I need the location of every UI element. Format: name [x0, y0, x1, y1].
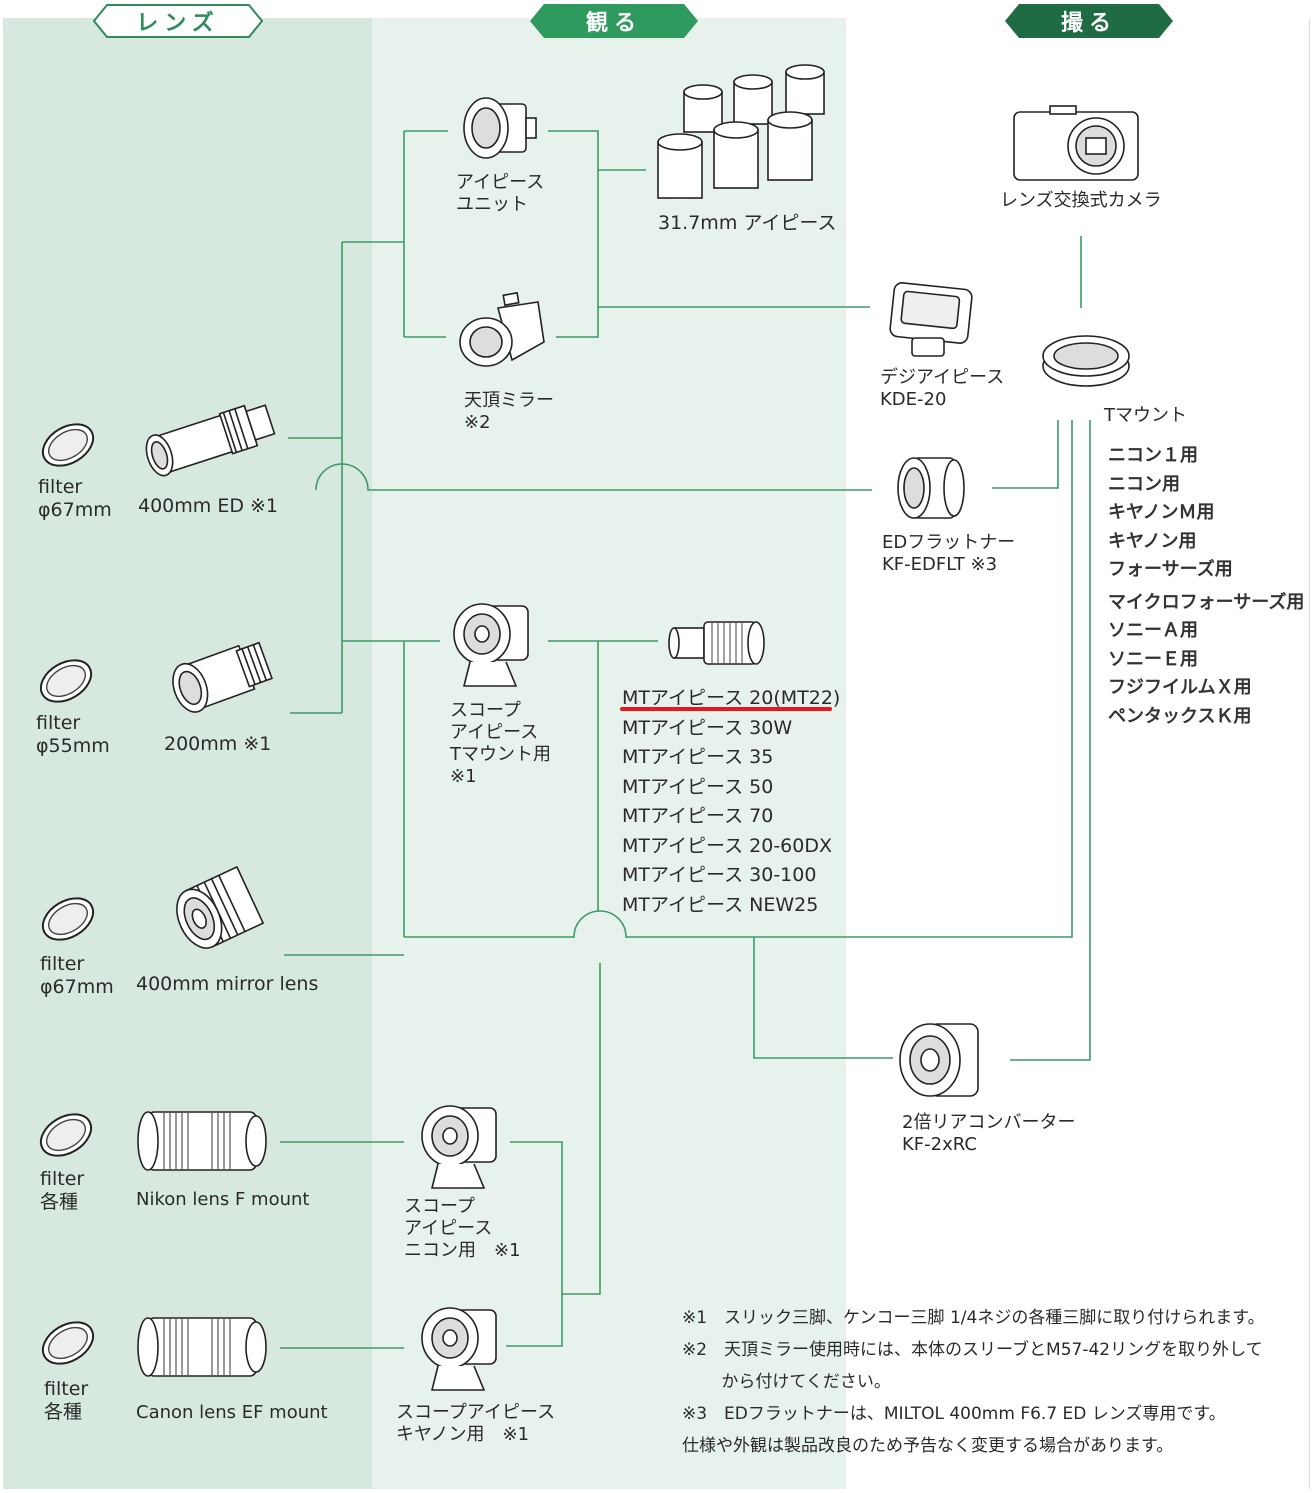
ed-flattener-label: EDフラットナー KF-EDFLT ※3	[882, 532, 1016, 575]
filter-ring-icon	[41, 1321, 95, 1365]
list-item: マイクロフォーサーズ用	[1108, 591, 1305, 613]
header-view-label: 観る	[585, 11, 642, 36]
list-item: フォーサーズ用	[1108, 559, 1233, 580]
scope-eyepiece-icon	[421, 1307, 497, 1391]
digi-eyepiece-label: デジアイピース KDE-20	[880, 367, 1005, 410]
footnote: ※1 スリック三脚、ケンコー三脚 1/4ネジの各種三脚に取り付けられます。	[682, 1308, 1265, 1328]
lens-name-400ed: 400mm ED ※1	[138, 495, 279, 517]
list-item: キヤノンＭ用	[1108, 502, 1215, 523]
list-item: MTアイピース 30-100	[622, 864, 817, 886]
scope-eyepiece-icon	[453, 603, 529, 687]
t-mount-type-list: ニコン１用 ニコン用 キヤノンＭ用 キヤノン用 フォーサーズ用 マイクロフォーサ…	[1108, 442, 1304, 731]
header-shoot: 撮る	[1005, 4, 1173, 38]
view-column-background	[372, 18, 846, 1489]
lens-name-mirror: 400mm mirror lens	[136, 973, 319, 995]
filter-ring-icon	[39, 1113, 93, 1157]
filter-ring-icon	[41, 897, 95, 941]
lens-name-200mm: 200mm ※1	[164, 733, 272, 755]
footnote: から付けてください。	[682, 1372, 891, 1392]
list-item: ニコン用	[1108, 473, 1180, 495]
filter-label: filter 各種	[40, 1168, 85, 1213]
list-item: ペンタックスＫ用	[1108, 705, 1252, 727]
camera-label: レンズ交換式カメラ	[1000, 190, 1162, 211]
scope-tmount-label: スコープ アイピース Tマウント用 ※1	[450, 700, 551, 787]
zenith-mirror-icon	[459, 291, 545, 367]
t-mount-ring-icon	[1042, 335, 1130, 387]
filter-ring-icon	[41, 423, 95, 467]
list-item: ソニーＡ用	[1108, 620, 1198, 641]
filter-label: filter 各種	[44, 1378, 89, 1423]
mirrorless-camera-icon	[1013, 105, 1139, 181]
highlight-underline	[620, 707, 832, 711]
camera-lens-icon	[137, 1111, 267, 1171]
list-item: MTアイピース 20(MT22)	[622, 687, 841, 709]
digi-eyepiece-icon	[889, 282, 973, 357]
camera-lens-icon	[137, 1317, 267, 1377]
list-item: MTアイピース 70	[622, 805, 774, 827]
list-item: MTアイピース NEW25	[622, 893, 819, 916]
rear-converter-icon	[899, 1023, 979, 1097]
list-item: MTアイピース 50	[622, 775, 774, 798]
header-lens: レンズ	[93, 4, 263, 38]
filter-ring-icon	[39, 659, 93, 703]
scope-nikon-label: スコープ アイピース ニコン用 ※1	[404, 1196, 521, 1261]
footnote: ※3 EDフラットナーは、MILTOL 400mm F6.7 ED レンズ専用で…	[682, 1404, 1226, 1424]
rear-converter-label: 2倍リアコンバーター KF-2xRC	[902, 1112, 1076, 1155]
list-item: ソニーＥ用	[1108, 648, 1198, 670]
eyepiece-unit-icon	[463, 97, 537, 159]
filter-label: filter φ67mm	[38, 476, 112, 521]
header-lens-label: レンズ	[136, 11, 220, 36]
lens-name-canon: Canon lens EF mount	[136, 1402, 328, 1423]
filter-label: filter φ67mm	[40, 953, 114, 998]
mirror-lens-icon	[176, 865, 265, 949]
t-mount-label: Tマウント	[1104, 405, 1187, 426]
footnotes: ※1 スリック三脚、ケンコー三脚 1/4ネジの各種三脚に取り付けられます。 ※2…	[682, 1302, 1265, 1462]
list-item: フジフイルムＸ用	[1108, 677, 1252, 698]
ed-flattener-icon	[897, 457, 965, 519]
list-item: MTアイピース 35	[622, 746, 774, 768]
list-item: ニコン１用	[1108, 445, 1198, 466]
lens-name-nikon: Nikon lens F mount	[136, 1189, 310, 1210]
zenith-mirror-label: 天頂ミラー ※2	[464, 390, 554, 433]
list-item: MTアイピース 20-60DX	[622, 834, 832, 857]
filter-label: filter φ55mm	[36, 712, 110, 757]
mt-eyepiece-icon	[668, 621, 765, 665]
list-item: MTアイピース 30W	[622, 716, 793, 739]
list-item: キヤノン用	[1108, 530, 1197, 552]
telephoto-lens-icon	[145, 404, 276, 477]
footnote: 仕様や外観は製品改良のため予告なく変更する場合があります。	[682, 1436, 1174, 1456]
footnote: ※2 天頂ミラー使用時には、本体のスリーブとM57-42リングを取り外して	[682, 1340, 1263, 1360]
scope-canon-label: スコープアイピース キヤノン用 ※1	[396, 1402, 556, 1445]
telephoto-lens-icon	[172, 641, 273, 713]
lens-column-background	[3, 18, 372, 1489]
eyepieces-317-label: 31.7mm アイピース	[658, 212, 837, 234]
header-shoot-label: 撮る	[1060, 11, 1117, 36]
header-view: 観る	[530, 4, 698, 38]
shoot-column-background	[846, 18, 1310, 1489]
scope-eyepiece-icon	[421, 1105, 497, 1189]
eyepiece-unit-label: アイピース ユニット	[456, 172, 545, 215]
mt-eyepiece-list: MTアイピース 20(MT22) MTアイピース 30W MTアイピース 35 …	[622, 684, 840, 920]
eyepiece-set-icon	[657, 64, 825, 199]
